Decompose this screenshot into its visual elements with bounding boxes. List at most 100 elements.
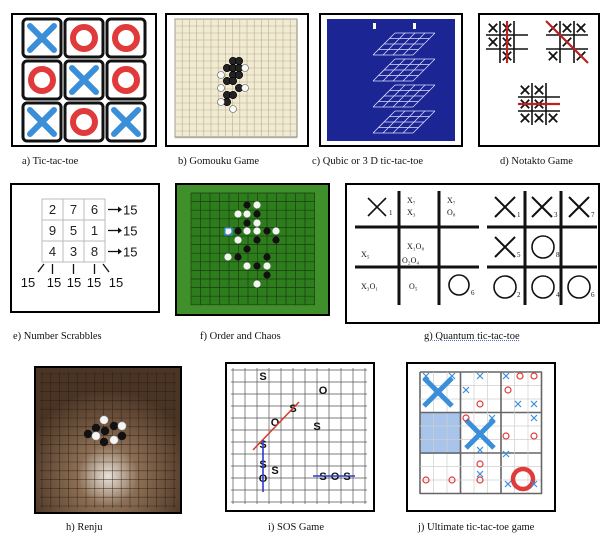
column-sum: 15 bbox=[21, 275, 35, 290]
black-stone bbox=[92, 424, 100, 432]
x-mark bbox=[577, 24, 585, 32]
white-piece bbox=[243, 227, 250, 234]
active-subboard-highlight bbox=[420, 412, 460, 454]
column-sum: 15 bbox=[67, 275, 81, 290]
ultimate-panel bbox=[406, 362, 556, 512]
x-mark bbox=[495, 197, 515, 217]
black-stone bbox=[235, 57, 242, 64]
quantum-mark: O₈ bbox=[447, 208, 456, 217]
o-mark bbox=[477, 401, 483, 407]
white-piece bbox=[253, 201, 260, 208]
sum-arrow bbox=[38, 264, 44, 272]
notakto-panel bbox=[478, 13, 600, 147]
o-mark bbox=[568, 276, 590, 298]
quantum-mark: X₁O₈ bbox=[407, 242, 424, 251]
white-stone bbox=[242, 65, 249, 72]
qubic-panel bbox=[319, 13, 463, 147]
x-mark bbox=[477, 447, 483, 453]
white-stone bbox=[218, 99, 225, 106]
sos-panel: SOSOSSSOSSOS bbox=[225, 362, 375, 512]
o-mark bbox=[449, 275, 469, 295]
x-mark bbox=[531, 415, 537, 421]
qubic-cursor bbox=[373, 23, 376, 29]
qubic-board bbox=[321, 15, 461, 145]
caption-order-chaos: f) Order and Chaos bbox=[200, 331, 281, 342]
o-mark bbox=[531, 433, 537, 439]
black-piece bbox=[272, 236, 279, 243]
white-stone bbox=[100, 416, 108, 424]
order-chaos-board bbox=[177, 185, 328, 314]
black-piece bbox=[234, 227, 241, 234]
quantum-board-left: 1X₇X₃X₇O₈X₁O₈X₅O₂O₄X₃O₁O₅6 bbox=[355, 191, 479, 305]
number-value: 9 bbox=[49, 223, 56, 238]
x-mark bbox=[535, 86, 543, 94]
caption-number-scrabbles: e) Number Scrabbles bbox=[13, 331, 102, 342]
sos-letter: S bbox=[271, 465, 278, 477]
renju-panel bbox=[34, 366, 182, 514]
x-mark bbox=[463, 387, 469, 393]
quantum-subscript: 8 bbox=[556, 251, 560, 259]
sos-letter: O bbox=[319, 385, 328, 397]
o-mark bbox=[531, 373, 537, 379]
black-piece bbox=[253, 210, 260, 217]
quantum-mark: X₃ bbox=[407, 208, 416, 217]
x-mark bbox=[477, 373, 483, 379]
number-value: 6 bbox=[91, 202, 98, 217]
notakto-board bbox=[518, 83, 560, 125]
x-mark bbox=[563, 24, 571, 32]
white-piece bbox=[243, 262, 250, 269]
white-piece bbox=[253, 227, 260, 234]
number-value: 3 bbox=[70, 244, 77, 259]
white-piece bbox=[243, 210, 250, 217]
sos-letter: S bbox=[319, 471, 326, 483]
caption-tictactoe: a) Tic-tac-toe bbox=[22, 156, 78, 167]
sos-letter: S bbox=[343, 471, 350, 483]
quantum-subscript: 1 bbox=[517, 211, 521, 219]
white-stone bbox=[92, 432, 100, 440]
x-mark bbox=[532, 197, 552, 217]
row-sum: 15 bbox=[123, 245, 137, 260]
gomoku-panel bbox=[165, 13, 309, 147]
x-mark bbox=[515, 401, 521, 407]
order-chaos-panel bbox=[175, 183, 330, 316]
quantum-subscript: 5 bbox=[517, 251, 521, 259]
qubic-cursor bbox=[413, 23, 416, 29]
x-mark bbox=[368, 198, 386, 216]
white-piece bbox=[272, 227, 279, 234]
white-piece bbox=[224, 253, 231, 260]
caption-gomoku: b) Gomouku Game bbox=[178, 156, 259, 167]
white-piece bbox=[253, 280, 260, 287]
x-mark bbox=[569, 197, 589, 217]
x-mark bbox=[531, 401, 537, 407]
black-piece bbox=[243, 219, 250, 226]
quantum-subscript: 1 bbox=[389, 209, 393, 217]
o-mark bbox=[477, 461, 483, 467]
board-surface bbox=[191, 193, 315, 305]
white-piece bbox=[234, 210, 241, 217]
black-piece bbox=[253, 262, 260, 269]
white-piece bbox=[263, 262, 270, 269]
x-mark bbox=[549, 114, 557, 122]
renju-board-surface bbox=[36, 368, 180, 512]
black-stone bbox=[110, 422, 118, 430]
black-piece bbox=[263, 253, 270, 260]
notakto-board bbox=[546, 21, 588, 63]
white-stone bbox=[242, 85, 249, 92]
x-mark bbox=[535, 114, 543, 122]
caption-ultimate: j) Ultimate tic-tac-toe game bbox=[418, 522, 534, 533]
black-stone bbox=[229, 77, 236, 84]
sos-letter: S bbox=[313, 421, 320, 433]
black-piece bbox=[243, 201, 250, 208]
o-mark bbox=[532, 236, 554, 258]
gomoku-board bbox=[167, 15, 307, 145]
o-mark bbox=[517, 373, 523, 379]
column-sum: 15 bbox=[87, 275, 101, 290]
column-sum: 15 bbox=[47, 275, 61, 290]
quantum-mark: X₇ bbox=[407, 196, 416, 205]
tictactoe-panel bbox=[11, 13, 157, 147]
black-piece bbox=[263, 271, 270, 278]
black-stone bbox=[101, 427, 109, 435]
black-stone bbox=[100, 438, 108, 446]
caption-notakto: d) Notakto Game bbox=[500, 156, 573, 167]
